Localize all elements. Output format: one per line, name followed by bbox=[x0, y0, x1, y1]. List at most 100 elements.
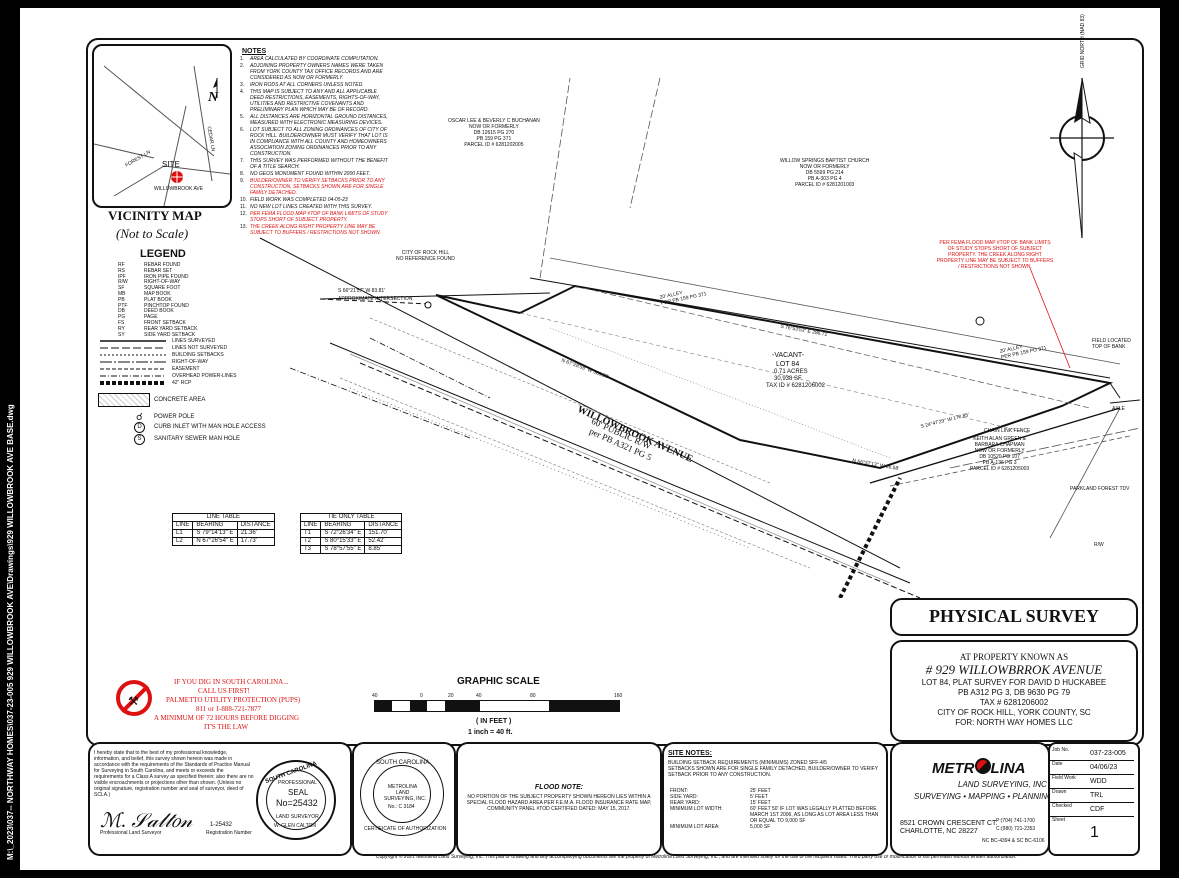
info-row: Sheet 1 bbox=[1050, 816, 1134, 848]
certification-text: I hereby state that to the best of my pr… bbox=[94, 750, 254, 798]
site-note-key: REAR YARD: bbox=[670, 800, 701, 806]
note-text: ADJOINING PROPERTY OWNERS NAMES WERE TAK… bbox=[250, 63, 384, 81]
legend-abbr-code: RS bbox=[118, 267, 125, 274]
info-value: 04/06/23 bbox=[1090, 764, 1118, 771]
legend-line-label: RIGHT-OF-WAY bbox=[172, 359, 209, 365]
note-item: 2. ADJOINING PROPERTY OWNERS NAMES WERE T… bbox=[240, 63, 390, 81]
flood-note-title: FLOOD NOTE: bbox=[534, 784, 584, 791]
info-key: Drawn bbox=[1052, 789, 1067, 795]
scale-unit: ( IN FEET ) bbox=[476, 718, 512, 725]
seal-word: SEAL bbox=[288, 788, 309, 797]
legend-line-label: 42" RCP bbox=[172, 380, 192, 386]
note-item: 12.PER FEMA FLOOD MAP #TOP OF BANK LIMIT… bbox=[240, 211, 390, 223]
seal-surveyor: LAND SURVEYOR bbox=[276, 814, 319, 820]
survey-sheet: N SITE WILLOWBROOK AVE CEDAR LN FOREST L… bbox=[20, 8, 1160, 870]
utility-line: 811 or 1-888-721-7877 bbox=[196, 705, 262, 713]
flood-note-text: NO PORTION OF THE SUBJECT PROPERTY SHOWN… bbox=[466, 794, 652, 812]
note-number: 11. bbox=[240, 204, 247, 210]
lot-tax-id: TAX ID # 6281206002 bbox=[766, 383, 825, 389]
info-key: Sheet bbox=[1052, 817, 1066, 823]
field-located-note: FIELD LOCATED TOP OF BANK bbox=[1092, 338, 1131, 350]
info-row: Date 04/06/23 bbox=[1050, 760, 1134, 775]
legend-abbr-code: RY bbox=[118, 325, 125, 332]
city-note: CITY OF ROCK HILL NO REFERENCE FOUND bbox=[396, 250, 455, 262]
surveyor-seal bbox=[256, 760, 336, 840]
legend-abbr-meaning: DEED BOOK bbox=[144, 308, 174, 315]
legend-abbr-meaning: IRON PIPE FOUND bbox=[144, 273, 189, 280]
property-line: LOT 84, PLAT SURVEY FOR DAVID D HUCKABEE bbox=[921, 678, 1107, 687]
utility-line: IT'S THE LAW bbox=[204, 723, 249, 731]
legend-abbr-meaning: REAR YARD SETBACK bbox=[144, 325, 198, 332]
legend-abbr-meaning: MAP BOOK bbox=[144, 291, 171, 297]
property-box bbox=[890, 640, 1138, 742]
company-phone1: P:(704) 741-1700 bbox=[996, 818, 1035, 824]
property-line: PB A312 PG 3, DB 9630 PG 79 bbox=[957, 688, 1071, 697]
bearing-west: S 66°21'57" W 83.81' bbox=[338, 288, 386, 294]
utility-line: CALL US FIRST! bbox=[198, 687, 250, 695]
page-title: PHYSICAL SURVEY bbox=[929, 606, 1099, 626]
note-text: IRON RODS AT ALL CORNERS UNLESS NOTED. bbox=[250, 82, 364, 88]
seal-prof: PROFESSIONAL bbox=[278, 780, 317, 786]
utility-line: IF YOU DIG IN SOUTH CAROLINA... bbox=[174, 678, 289, 686]
legend-abbr-code: PTF bbox=[118, 302, 128, 309]
legend-abbr-code: FS bbox=[118, 320, 125, 326]
vicinity-site-label: SITE bbox=[162, 160, 180, 169]
manhole-icon bbox=[975, 316, 985, 326]
note-number: 2. bbox=[240, 63, 245, 69]
legend-abbr-code: PB bbox=[118, 296, 125, 303]
note-number: 3. bbox=[240, 82, 245, 88]
parkland-label: PARKLAND FOREST TDV bbox=[1070, 486, 1130, 492]
info-key: Date bbox=[1052, 761, 1063, 767]
adjoiner-bottom: KEITH ALAN GREEN & BARBARA CHAPMAN NOW O… bbox=[970, 436, 1030, 472]
utility-line: PALMETTO UTILITY PROTECTION (PUPS) bbox=[166, 696, 301, 704]
site-notes-title: SITE NOTES: bbox=[668, 750, 712, 757]
logo-circle-icon bbox=[974, 758, 991, 774]
property-line: CITY OF ROCK HILL, YORK COUNTY, SC bbox=[937, 708, 1091, 717]
note-number: 6. bbox=[240, 127, 245, 133]
chain-link-fence: CHAIN LINK FENCE bbox=[984, 428, 1031, 434]
coa-seal bbox=[360, 752, 444, 836]
note-item: 9.BUILDER/OWNER TO VERIFY SETBACKS PRIOR… bbox=[240, 178, 390, 196]
scale-tick-label: 40 bbox=[372, 693, 378, 699]
legend-abbr-meaning: PAGE bbox=[144, 314, 158, 321]
legend-abbr-code: DB bbox=[118, 308, 125, 315]
property-address: # 929 WILLOWBRROK AVENUE bbox=[925, 662, 1103, 677]
site-note-key: MINIMUM LOT WIDTH: bbox=[670, 806, 723, 812]
line-table-title: LINE TABLE bbox=[172, 513, 275, 522]
legend-abbr-code: IPF bbox=[118, 273, 126, 280]
note-item: 10.FIELD WORK WAS COMPLETED 04-05-23 bbox=[240, 197, 390, 203]
curb-inlet-icon: D bbox=[134, 422, 145, 433]
note-number: 7. bbox=[240, 158, 245, 164]
seal-name: W. GLEN CALTON bbox=[274, 823, 317, 829]
legend-title: LEGEND bbox=[140, 248, 186, 260]
legend-abbr-meaning: REBAR SET bbox=[144, 267, 173, 274]
info-value: 1 bbox=[1090, 824, 1099, 841]
scale-bar bbox=[374, 700, 620, 712]
axle-label: AXLE bbox=[1112, 406, 1125, 412]
note-item: 1.AREA CALCULATED BY COORDINATE COMPUTAT… bbox=[240, 56, 390, 62]
vicinity-map-drawing bbox=[94, 65, 230, 206]
note-text: BUILDER/OWNER TO VERIFY SETBACKS PRIOR T… bbox=[250, 178, 385, 196]
site-note-value: 5' FEET bbox=[750, 794, 768, 800]
signature: ℳ. 𝒮𝒶𝓁𝓉𝑜𝓃 bbox=[100, 810, 193, 832]
red-flood-note: PER FEMA FLOOD MAP #TOP OF BANK LIMITS O… bbox=[936, 240, 1054, 270]
registration-number: 1-25432 bbox=[210, 822, 233, 828]
site-note-value: 5,000 SF bbox=[750, 824, 771, 830]
company-name-b: LINA bbox=[990, 760, 1026, 777]
legend-abbr-meaning: FRONT SETBACK bbox=[144, 320, 186, 326]
rw-label: R/W bbox=[1094, 542, 1104, 548]
lot-acres: 0.71 ACRES bbox=[774, 369, 808, 375]
note-text: THIS SURVEY WAS PERFORMED WITHOUT THE BE… bbox=[250, 158, 388, 170]
vicinity-subtitle: (Not to Scale) bbox=[116, 226, 189, 241]
lot-sf: 30,938 SF bbox=[774, 376, 802, 382]
note-number: 8. bbox=[240, 171, 245, 177]
info-row: Job No.037-23-005 bbox=[1050, 746, 1134, 761]
note-text: AREA CALCULATED BY COORDINATE COMPUTATIO… bbox=[250, 56, 379, 62]
sewer-manhole-icon: S bbox=[134, 434, 145, 445]
note-text: FIELD WORK WAS COMPLETED 04-05-23 bbox=[250, 197, 348, 203]
